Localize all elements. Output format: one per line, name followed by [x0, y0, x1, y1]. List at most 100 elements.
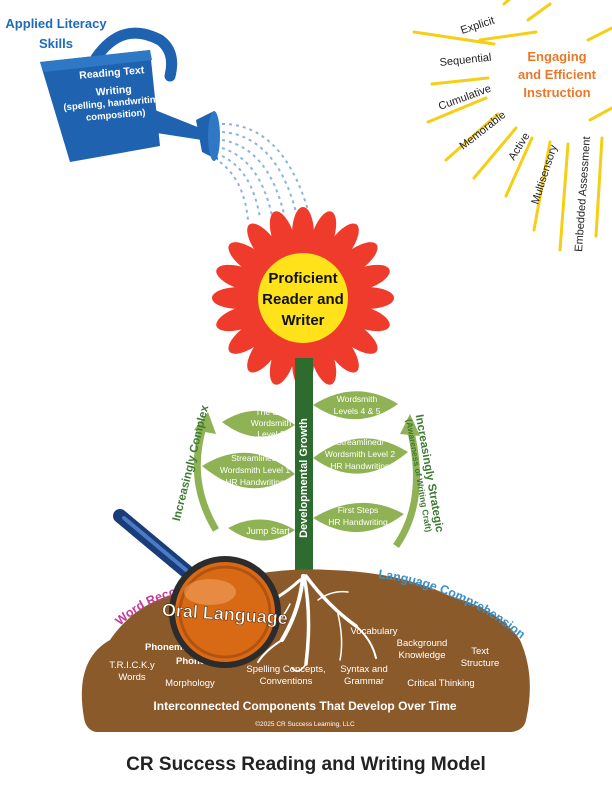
leaf-right-middle-line3: HR Handwriting [330, 461, 390, 471]
ray-label-embedded-assessment: Embedded Assessment [573, 136, 593, 252]
water-drops [219, 123, 309, 221]
can-line-composition: composition) [86, 107, 146, 123]
flower-center-text: Proficient Reader and Writer [262, 270, 344, 329]
sun-ray [502, 0, 512, 6]
sun-ray [412, 30, 496, 46]
leaf-left-top-line1: The Six! [255, 407, 286, 417]
stem [295, 358, 313, 578]
leaf-left-middle-line1: Streamlined/ [231, 453, 279, 463]
item-vocabulary: Vocabulary [350, 626, 397, 637]
item-grammar: Grammar [344, 676, 384, 687]
watering-can-text: Reading Text Writing (spelling, handwrit… [63, 64, 164, 123]
petal [337, 304, 390, 332]
heading-line2: Skills [39, 36, 73, 51]
can-line-reading: Reading Text [79, 64, 145, 82]
sun-ray [504, 136, 534, 198]
sun-ray [558, 142, 570, 252]
word-recognition-items: Phonemic Phono T.R.I.C.K.y Words Morphol… [109, 642, 215, 689]
petal [340, 287, 394, 309]
sun-ray [444, 112, 500, 162]
sun-ray [472, 126, 518, 180]
watering-can-heading: Applied Literacy Skills [5, 16, 107, 51]
petal [309, 211, 337, 264]
language-comprehension-items: Background Knowledge Text Structure Crit… [397, 638, 500, 689]
sun-ray [586, 26, 612, 42]
leaf-left-middle-line3: HR Handwriting [225, 477, 285, 487]
petal [292, 207, 314, 261]
sun-ray [426, 96, 488, 124]
item-knowledge: Knowledge [398, 650, 445, 661]
petal [216, 304, 269, 332]
center-line2: Reader and [262, 291, 344, 308]
petal [269, 211, 297, 264]
soil-footer: Interconnected Components That Develop O… [153, 699, 456, 713]
petal [337, 264, 390, 292]
middle-items: Vocabulary Spelling Concepts, Convention… [246, 626, 397, 687]
petal [269, 332, 297, 385]
leaf-left-bottom: Jump Start [228, 519, 295, 541]
item-phonemic: Phonemic [145, 642, 190, 653]
petal [212, 287, 266, 309]
item-syntax: Syntax and [340, 664, 388, 675]
item-morphology: Morphology [165, 678, 215, 689]
petal [247, 326, 284, 373]
arrow-up-icon [194, 412, 216, 434]
leaf-left-top: The Six! Wordsmith Level 3 [222, 407, 295, 439]
leaf-right-top-line1: Wordsmith [337, 394, 378, 404]
right-growth-arrow: Increasingly Strategic (Awareness of Wri… [393, 414, 445, 548]
leaf-right-middle-line2: Wordsmith Level 2 [325, 449, 396, 459]
leaf-left-top-line2: Wordsmith [251, 418, 292, 428]
center-line1: Proficient [268, 270, 337, 287]
leaf-right-top-line2: Levels 4 & 5 [334, 406, 381, 416]
item-critical-thinking: Critical Thinking [407, 678, 474, 689]
ray-label-explicit: Explicit [459, 15, 496, 37]
petal [247, 223, 284, 270]
copyright: ©2025 CR Success Learning, LLC [255, 720, 355, 728]
leaf-left-middle: Streamlined/ Wordsmith Level 1 HR Handwr… [202, 452, 295, 489]
petal [331, 317, 378, 354]
petal [216, 264, 269, 292]
center-line3: Writer [281, 312, 324, 329]
sun-rays [412, 0, 612, 252]
stem-label: Developmental Growth [298, 418, 310, 538]
sun-ray [526, 2, 552, 22]
item-background: Background [397, 638, 448, 649]
left-leaves: The Six! Wordsmith Level 3 Streamlined/ … [202, 407, 295, 541]
sun-ray [588, 106, 612, 122]
sun-ray [430, 76, 490, 86]
item-words: Words [118, 672, 146, 683]
item-structure: Structure [461, 658, 500, 669]
watering-can-icon [40, 27, 220, 162]
leaf-left-bottom-line1: Jump Start [246, 526, 290, 536]
flower-petals [212, 207, 394, 389]
item-spelling-concepts: Spelling Concepts, [246, 664, 325, 675]
petal [331, 242, 378, 279]
can-line-writing: Writing [95, 83, 132, 98]
leaf-right-bottom-line1: First Steps [338, 505, 379, 515]
right-leaves: Wordsmith Levels 4 & 5 Streamlined/ Word… [313, 391, 408, 533]
leaf-left-middle-line2: Wordsmith Level 1 [220, 465, 291, 475]
sun-title: Engaging and Efficient Instruction [518, 49, 597, 100]
sun-title-line3: Instruction [523, 85, 590, 100]
item-tricky: T.R.I.C.K.y [109, 660, 155, 671]
oral-language-label: Oral Language [161, 600, 288, 629]
leaf-left-top-line3: Level 3 [257, 429, 285, 439]
flower-center [258, 253, 348, 343]
petal [322, 326, 359, 373]
sun-ray [594, 136, 604, 238]
petal [228, 242, 275, 279]
leaf-right-bottom: First Steps HR Handwriting [313, 502, 404, 533]
petal [228, 317, 275, 354]
petal [309, 332, 337, 385]
magnifying-glass-icon [113, 509, 281, 668]
leaf-right-bottom-line2: HR Handwriting [328, 517, 388, 527]
sun-ray [478, 30, 538, 42]
petal [322, 223, 359, 270]
leaf-right-middle: Streamlined/ Wordsmith Level 2 HR Handwr… [313, 437, 408, 474]
item-conventions: Conventions [260, 676, 313, 687]
sun-title-line2: and Efficient [518, 67, 597, 82]
sun-ray [532, 140, 552, 232]
heading-line1: Applied Literacy [5, 16, 107, 31]
